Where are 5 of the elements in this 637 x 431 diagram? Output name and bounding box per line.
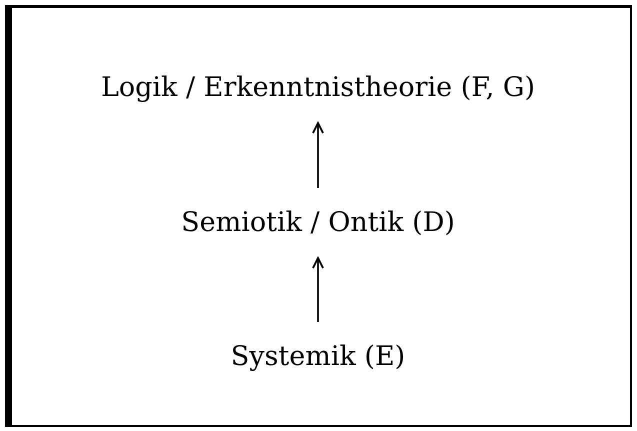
node-label: Systemik (E) bbox=[230, 340, 406, 374]
arrow bbox=[312, 122, 324, 188]
arrow bbox=[312, 257, 324, 322]
node-label: Semiotik / Ontik (D) bbox=[181, 206, 455, 240]
node-label: Logik / Erkenntnistheorie (F, G) bbox=[100, 71, 536, 105]
